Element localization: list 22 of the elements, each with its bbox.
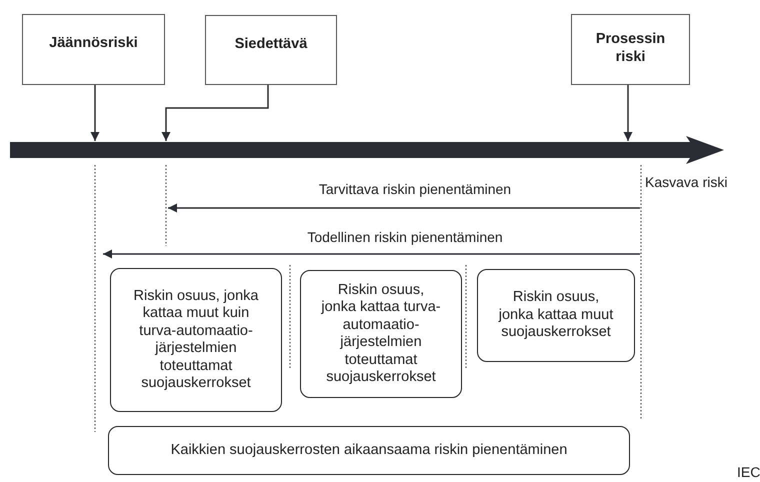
arrow-label: Tarvittava riskin pienentäminen — [318, 181, 512, 198]
arrow — [624, 85, 632, 141]
arrow — [90, 85, 100, 141]
risk-level-box — [205, 15, 337, 85]
risk-level-box — [571, 14, 690, 85]
axis-label: Kasvava riski — [645, 174, 728, 191]
box-text: Riskin osuus, jonka kattaa muut suojauskerrokset — [497, 289, 614, 342]
protection-layer-box — [110, 268, 282, 412]
protection-layer-box — [477, 269, 635, 362]
risk-level-box — [22, 14, 165, 85]
risk-level-label: Siedettävä — [234, 36, 308, 54]
box-text: Kaikkien suojauskerrosten aikaansaama riskin pienentäminen — [170, 442, 568, 460]
risk-level-label: Jäännösriski — [48, 35, 139, 52]
source-mark: IEC — [737, 464, 760, 481]
arrow — [162, 85, 269, 141]
risk-level-label: Prosessin riski — [594, 31, 666, 66]
box-text: Riskin osuus, jonka kattaa turva-automaatio-järjestelmien toteuttamat suojauskerrokset — [320, 282, 442, 386]
protection-layer-box — [300, 270, 462, 398]
protection-layer-box — [108, 426, 630, 475]
risk-axis-arrow — [10, 136, 724, 164]
box-text: Riskin osuus, jonka kattaa muut kuin turva-automaatio-järjestelmien toteuttamat suojauskerrokset — [132, 288, 260, 392]
arrow-label: Todellinen riskin pienentäminen — [307, 229, 503, 246]
